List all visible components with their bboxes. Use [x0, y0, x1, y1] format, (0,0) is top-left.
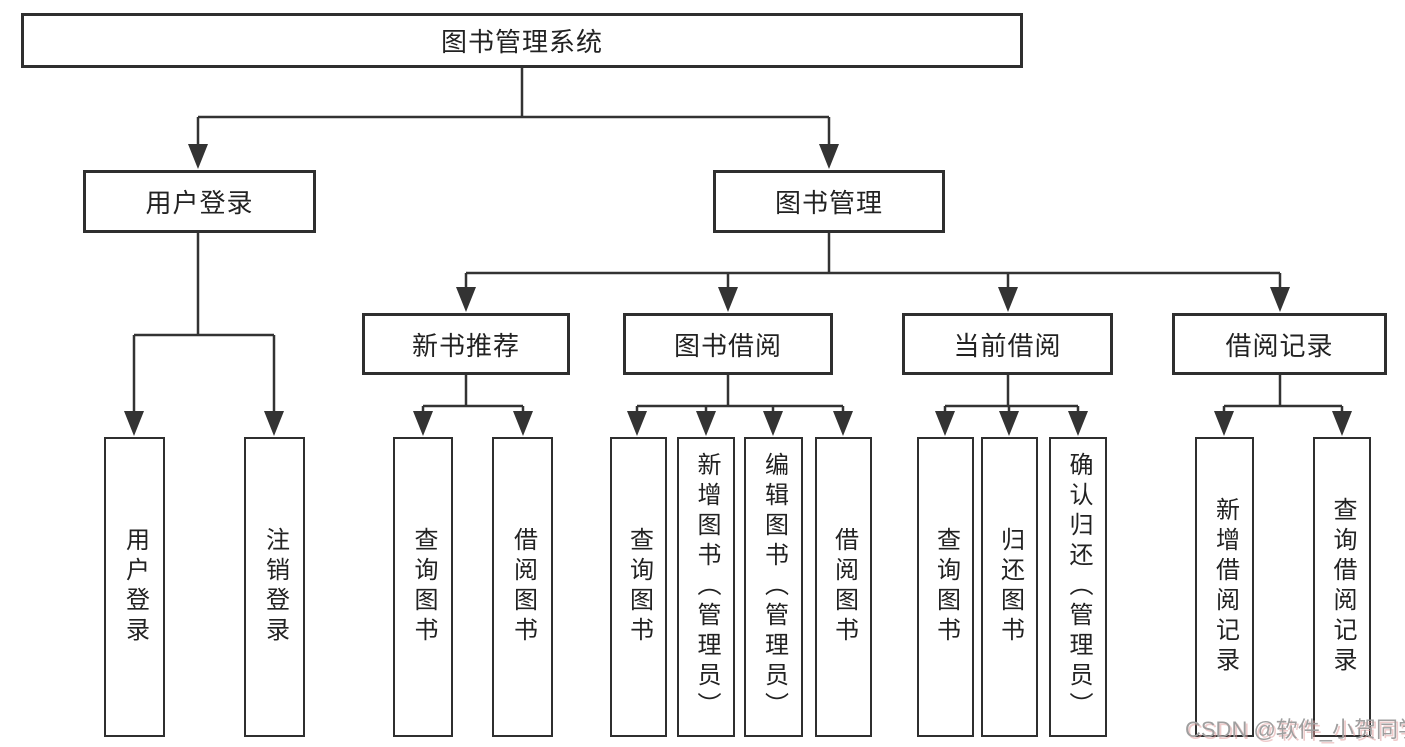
leaf-confirm-return-admin: 确认归还（管理员）	[1049, 437, 1107, 737]
leaf-label: 新增借阅记录	[1211, 497, 1239, 677]
leaf-label: 借阅图书	[509, 527, 537, 647]
leaf-edit-books-admin: 编辑图书（管理员）	[744, 437, 803, 737]
node-book-borrow: 图书借阅	[623, 313, 833, 375]
leaf-query-books-borrow: 查询图书	[610, 437, 667, 737]
leaf-label: 查询借阅记录	[1329, 497, 1356, 677]
node-book-management: 图书管理	[713, 170, 945, 233]
node-current-borrow: 当前借阅	[902, 313, 1113, 375]
node-borrow-records: 借阅记录	[1172, 313, 1387, 375]
leaf-label: 归还图书	[996, 527, 1024, 647]
leaf-add-books-admin: 新增图书（管理员）	[677, 437, 735, 737]
leaf-label: 确认归还（管理员）	[1065, 452, 1092, 722]
leaf-query-books-current: 查询图书	[917, 437, 974, 737]
leaf-query-books-recommend: 查询图书	[393, 437, 453, 737]
leaf-borrow-books: 借阅图书	[815, 437, 872, 737]
leaf-label: 编辑图书（管理员）	[760, 452, 788, 722]
leaf-label: 注销登录	[261, 527, 289, 647]
leaf-add-borrow-record: 新增借阅记录	[1195, 437, 1254, 737]
leaf-label: 用户登录	[121, 527, 149, 647]
leaf-label: 查询图书	[410, 527, 437, 647]
leaf-return-books: 归还图书	[981, 437, 1038, 737]
leaf-label: 借阅图书	[830, 527, 858, 647]
leaf-logout: 注销登录	[244, 437, 305, 737]
leaf-query-borrow-record: 查询借阅记录	[1313, 437, 1371, 737]
node-user-login: 用户登录	[83, 170, 316, 233]
node-system-root: 图书管理系统	[21, 13, 1023, 68]
csdn-watermark: CSDN @软件_小贺同学	[1185, 717, 1405, 742]
leaf-label: 查询图书	[625, 527, 653, 647]
leaf-borrow-books-recommend: 借阅图书	[492, 437, 553, 737]
leaf-label: 新增图书（管理员）	[693, 452, 720, 722]
leaf-user-login: 用户登录	[104, 437, 165, 737]
node-new-book-recommend: 新书推荐	[362, 313, 570, 375]
leaf-label: 查询图书	[932, 527, 960, 647]
